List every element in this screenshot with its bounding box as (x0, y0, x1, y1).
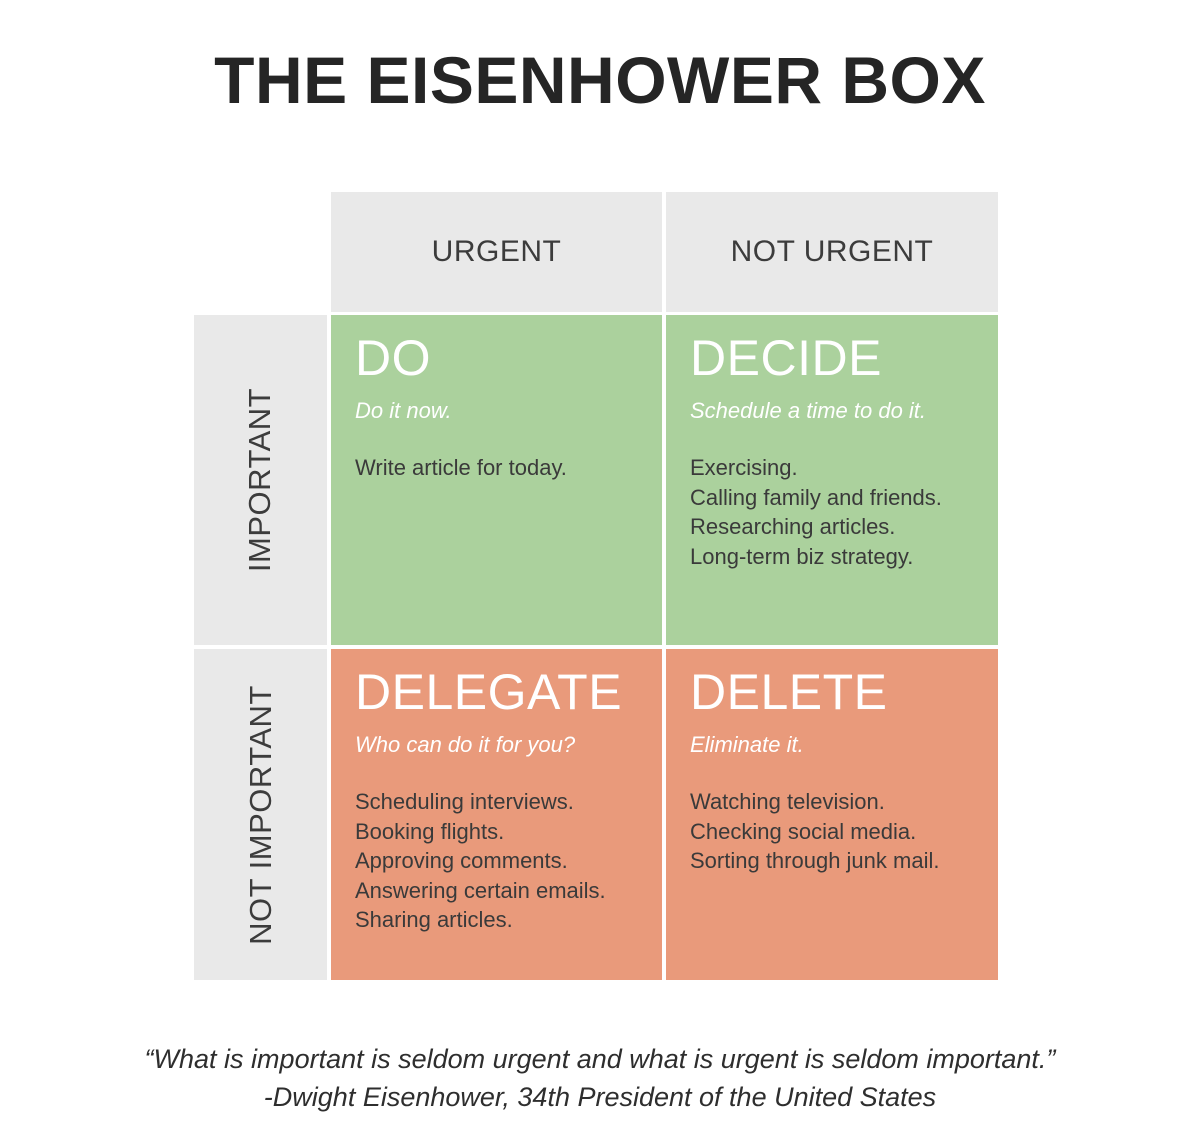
quote: “What is important is seldom urgent and … (0, 1040, 1200, 1116)
list-item: Checking social media. (690, 818, 917, 844)
quadrant-decide: DECIDE Schedule a time to do it. Exercis… (666, 315, 998, 645)
list-item: Exercising. (690, 455, 798, 480)
list-item: Sharing articles. (355, 907, 513, 932)
list-item: Watching television. (690, 789, 885, 814)
list-item: Long-term biz strategy. (690, 543, 914, 569)
list-item: Write article for today. (355, 455, 567, 480)
quadrant-decide-subtitle: Schedule a time to do it. (690, 398, 927, 423)
quadrant-delete-title: DELETE (690, 664, 888, 720)
quadrant-decide-items: Exercising. Calling family and friends. … (690, 453, 974, 571)
quote-attribution: -Dwight Eisenhower, 34th President of th… (263, 1082, 937, 1112)
quadrant-delete: DELETE Eliminate it. Watching television… (666, 649, 998, 980)
quote-text: “What is important is seldom urgent and … (144, 1044, 1056, 1074)
row-header-important: IMPORTANT (194, 315, 327, 645)
row-header-important-label: IMPORTANT (242, 387, 278, 573)
column-header-not-urgent: NOT URGENT (666, 192, 998, 312)
quadrant-do-title: DO (355, 330, 431, 386)
list-item: Scheduling interviews. (355, 789, 574, 814)
page-title: THE EISENHOWER BOX (214, 43, 986, 117)
list-item: Calling family and friends. (690, 484, 942, 510)
quadrant-delete-subtitle: Eliminate it. (690, 732, 804, 757)
quadrant-delegate-subtitle: Who can do it for you? (355, 732, 576, 757)
quadrant-delegate-items: Scheduling interviews. Booking flights. … (355, 787, 638, 935)
quadrant-do-items: Write article for today. (355, 453, 638, 483)
row-header-not-important: NOT IMPORTANT (194, 649, 327, 980)
quadrant-decide-title: DECIDE (690, 330, 882, 386)
list-item: Approving comments. (355, 848, 568, 873)
row-header-not-important-label: NOT IMPORTANT (242, 684, 278, 945)
quadrant-delegate-title: DELEGATE (355, 664, 623, 720)
quadrant-delegate: DELEGATE Who can do it for you? Scheduli… (331, 649, 662, 980)
quadrant-delete-items: Watching television. Checking social med… (690, 787, 974, 876)
quadrant-do: DO Do it now. Write article for today. (331, 315, 662, 645)
column-header-urgent: URGENT (331, 192, 662, 312)
quadrant-do-subtitle: Do it now. (355, 398, 452, 423)
list-item: Answering certain emails. (355, 877, 606, 903)
list-item: Sorting through junk mail. (690, 848, 940, 873)
list-item: Researching articles. (690, 514, 896, 539)
list-item: Booking flights. (355, 818, 505, 844)
